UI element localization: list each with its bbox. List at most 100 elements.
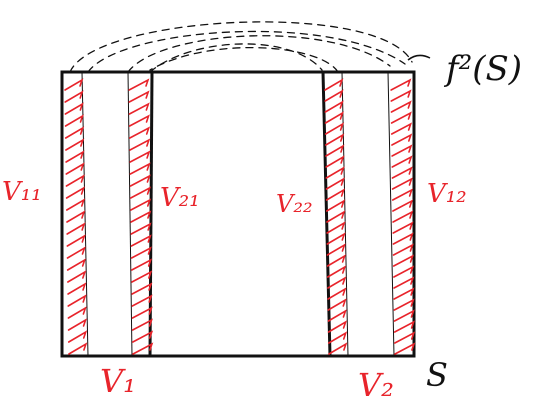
line-v11-inner <box>81 71 89 357</box>
hatch-v22-mark-1 <box>324 89 344 102</box>
hatch-v21-mark-20 <box>131 318 153 331</box>
hatch-v21-mark-19 <box>131 306 153 319</box>
hatch-v12-mark-0 <box>390 78 412 91</box>
hatch-v12-mark-20 <box>393 298 415 311</box>
hatch-v12-mark-18 <box>393 276 415 289</box>
hatch-v11-mark-14 <box>66 246 86 259</box>
hatch-v22-mark-4 <box>324 122 345 135</box>
hatch-v22-mark-15 <box>326 243 346 256</box>
hatch-v12-mark-23 <box>394 331 416 344</box>
hatch-v22-mark-20 <box>327 298 347 311</box>
hatch-v11-mark-0 <box>64 78 84 91</box>
hatch-v21-mark-6 <box>129 150 151 163</box>
hatch-v21-mark-18 <box>131 294 153 307</box>
hatch-v21-mark-0 <box>128 78 150 91</box>
hatch-v22-mark-2 <box>324 100 344 113</box>
hatch-v12-mark-19 <box>393 287 415 300</box>
hatch-v22-mark-23 <box>327 331 348 344</box>
hatch-v11-mark-5 <box>65 138 85 151</box>
label-v21: V₂₁ <box>160 183 200 213</box>
hatch-v11-mark-4 <box>64 126 85 139</box>
hatch-strip-v21 <box>128 78 154 355</box>
hatch-v22-mark-11 <box>325 199 346 212</box>
hatch-v11-mark-10 <box>65 198 86 211</box>
hatch-v11-mark-6 <box>65 150 85 163</box>
hatch-v11-mark-12 <box>66 222 86 235</box>
hatch-v11-mark-7 <box>65 162 85 175</box>
hatch-v22-mark-8 <box>325 166 345 179</box>
hatch-strip-v22 <box>324 78 348 355</box>
hatch-v12-mark-16 <box>392 254 414 267</box>
hatch-v12-mark-3 <box>390 111 412 124</box>
hatch-v11-mark-3 <box>64 114 84 127</box>
hatch-v21-mark-1 <box>128 90 150 103</box>
hatch-v12-mark-2 <box>390 100 412 113</box>
hatch-strip-v11 <box>64 78 88 355</box>
hatch-v11-mark-8 <box>65 174 85 187</box>
hatch-v12-mark-4 <box>390 122 413 135</box>
hatch-v12-mark-24 <box>394 342 416 355</box>
hatch-v22-mark-10 <box>325 188 346 201</box>
hatch-v12-mark-7 <box>391 155 413 168</box>
hatch-v21-mark-12 <box>130 222 152 235</box>
hatch-v11-mark-16 <box>67 270 87 283</box>
hatch-v12-mark-5 <box>391 133 413 146</box>
hatch-v22-mark-12 <box>326 210 346 223</box>
hatch-v12-mark-14 <box>392 232 414 245</box>
hatch-v11-mark-20 <box>67 318 87 331</box>
hatch-v21-mark-14 <box>130 246 152 259</box>
hatch-v11-mark-13 <box>66 234 86 247</box>
strip-lines <box>81 71 395 357</box>
hatch-v11-mark-15 <box>66 258 87 271</box>
hatch-v22-mark-22 <box>327 320 348 333</box>
hatch-v22-mark-3 <box>324 111 344 124</box>
hatch-v21-mark-16 <box>131 270 153 283</box>
hatch-v12-mark-6 <box>391 144 413 157</box>
hatch-v11-mark-22 <box>68 342 88 355</box>
hatch-v12-mark-11 <box>392 199 414 212</box>
hatch-v12-mark-10 <box>391 188 414 201</box>
f2-pointer-tick <box>407 54 431 61</box>
hatch-v22-mark-5 <box>325 133 345 146</box>
hatch-v21-mark-21 <box>132 330 154 343</box>
hatch-v11-mark-21 <box>67 330 88 343</box>
hatch-v12-mark-8 <box>391 166 413 179</box>
hatch-v21-mark-17 <box>131 282 153 295</box>
hatch-v21-mark-10 <box>130 198 152 211</box>
hatch-v21-mark-22 <box>132 342 154 355</box>
hatch-v21-mark-3 <box>128 114 150 127</box>
hatch-v22-mark-24 <box>328 342 348 355</box>
hatch-v11-mark-1 <box>64 90 84 103</box>
hatch-v21-mark-2 <box>128 102 150 115</box>
hatch-v22-mark-17 <box>326 265 347 278</box>
hatch-v12-mark-22 <box>393 320 415 333</box>
hatch-v12-mark-21 <box>393 309 415 322</box>
label-v2: V₂ <box>358 366 394 404</box>
hatch-v21-mark-8 <box>129 174 151 187</box>
label-v12: V₁₂ <box>427 179 467 209</box>
hatch-v21-mark-7 <box>129 162 151 175</box>
hatch-strip-v12 <box>390 78 416 355</box>
label-v11: V₁₁ <box>2 177 42 207</box>
hatch-v21-mark-4 <box>129 126 151 139</box>
hatch-v12-mark-1 <box>390 89 412 102</box>
line-v22-inner <box>341 71 349 357</box>
hatch-v21-mark-13 <box>130 234 152 247</box>
line-v12-inner <box>387 71 395 357</box>
hatch-v21-mark-5 <box>129 138 151 151</box>
hatch-v22-mark-9 <box>325 177 345 190</box>
hatch-v12-mark-12 <box>392 210 414 223</box>
hatch-v22-mark-6 <box>325 144 345 157</box>
hatch-v11-mark-9 <box>65 186 86 199</box>
hatch-v11-mark-17 <box>67 282 87 295</box>
hatch-v12-mark-9 <box>391 177 413 190</box>
hatch-v22-mark-21 <box>327 309 347 322</box>
hatch-v11-mark-11 <box>66 210 86 223</box>
hatch-v11-mark-19 <box>67 306 87 319</box>
hatch-v11-mark-18 <box>67 294 87 307</box>
label-s: S <box>426 356 448 394</box>
hatch-v21-mark-15 <box>130 258 153 271</box>
hatch-v22-mark-16 <box>326 254 347 267</box>
hatch-v22-mark-13 <box>326 221 346 234</box>
